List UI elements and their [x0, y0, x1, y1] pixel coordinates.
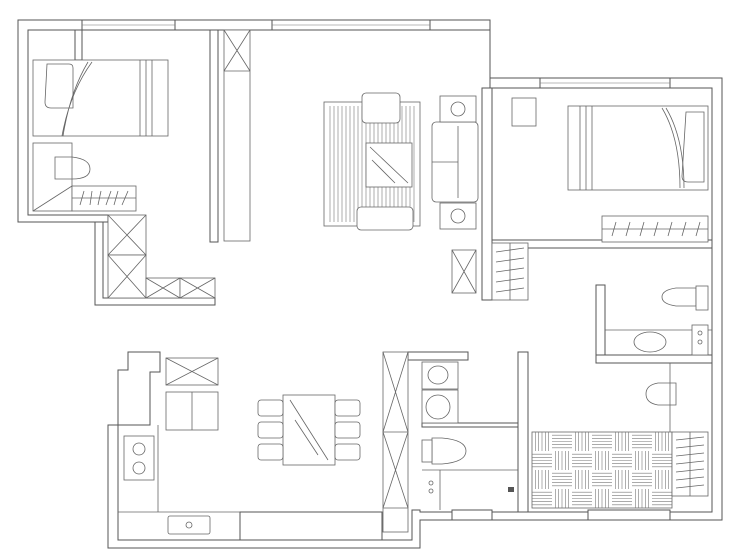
tall-cabinet[interactable] — [223, 29, 251, 242]
wall-living-left — [209, 29, 219, 243]
wall-master-bath-left — [517, 351, 529, 513]
bedroom-right — [491, 97, 709, 301]
dining-area — [257, 394, 361, 466]
wall-kitchen-counter-top — [239, 511, 383, 541]
washbasin-icon — [633, 331, 667, 353]
living-room — [323, 92, 479, 294]
bed[interactable] — [32, 59, 169, 137]
bedroom-left — [32, 59, 216, 299]
toilet-icon — [661, 287, 697, 307]
chair[interactable] — [334, 399, 361, 417]
wall-laundry-top — [407, 351, 469, 361]
window-bottom-laundry — [451, 509, 493, 521]
sink[interactable] — [167, 515, 211, 535]
armchair[interactable] — [361, 92, 401, 124]
window-bottom-master — [587, 509, 671, 521]
nightstand[interactable] — [511, 97, 537, 127]
wall-laundry-bottom — [421, 422, 519, 428]
chair[interactable] — [334, 421, 361, 439]
floor-tiles — [532, 432, 672, 508]
wall-bath-left — [595, 284, 606, 358]
side-table[interactable] — [439, 202, 477, 230]
hangers — [79, 190, 129, 206]
walls — [17, 19, 723, 549]
bathroom-right — [605, 285, 712, 356]
toilet-icon — [54, 156, 91, 180]
hangers — [611, 221, 701, 237]
kitchen — [118, 357, 240, 535]
outer-wall — [17, 19, 723, 549]
wall-right-bedroom-left — [481, 87, 493, 301]
bathroom-nook — [32, 142, 73, 212]
master-bathroom — [531, 363, 709, 509]
chair[interactable] — [334, 443, 361, 461]
toilet-icon — [431, 437, 467, 465]
chair[interactable] — [257, 421, 284, 439]
tall-cabinet-dining[interactable] — [382, 351, 409, 533]
side-table[interactable] — [439, 95, 477, 123]
pillow — [681, 111, 705, 183]
wall-bath-bottom — [595, 354, 713, 364]
bed[interactable] — [567, 105, 709, 191]
armchair[interactable] — [356, 206, 414, 231]
pillow — [44, 63, 74, 109]
wall-bedroom-left-inner — [74, 29, 83, 61]
chair[interactable] — [257, 399, 284, 417]
wardrobe[interactable] — [71, 185, 137, 212]
chair[interactable] — [257, 443, 284, 461]
laundry — [421, 361, 518, 510]
floor-drain-icon — [508, 487, 514, 492]
toilet-icon — [645, 382, 677, 406]
